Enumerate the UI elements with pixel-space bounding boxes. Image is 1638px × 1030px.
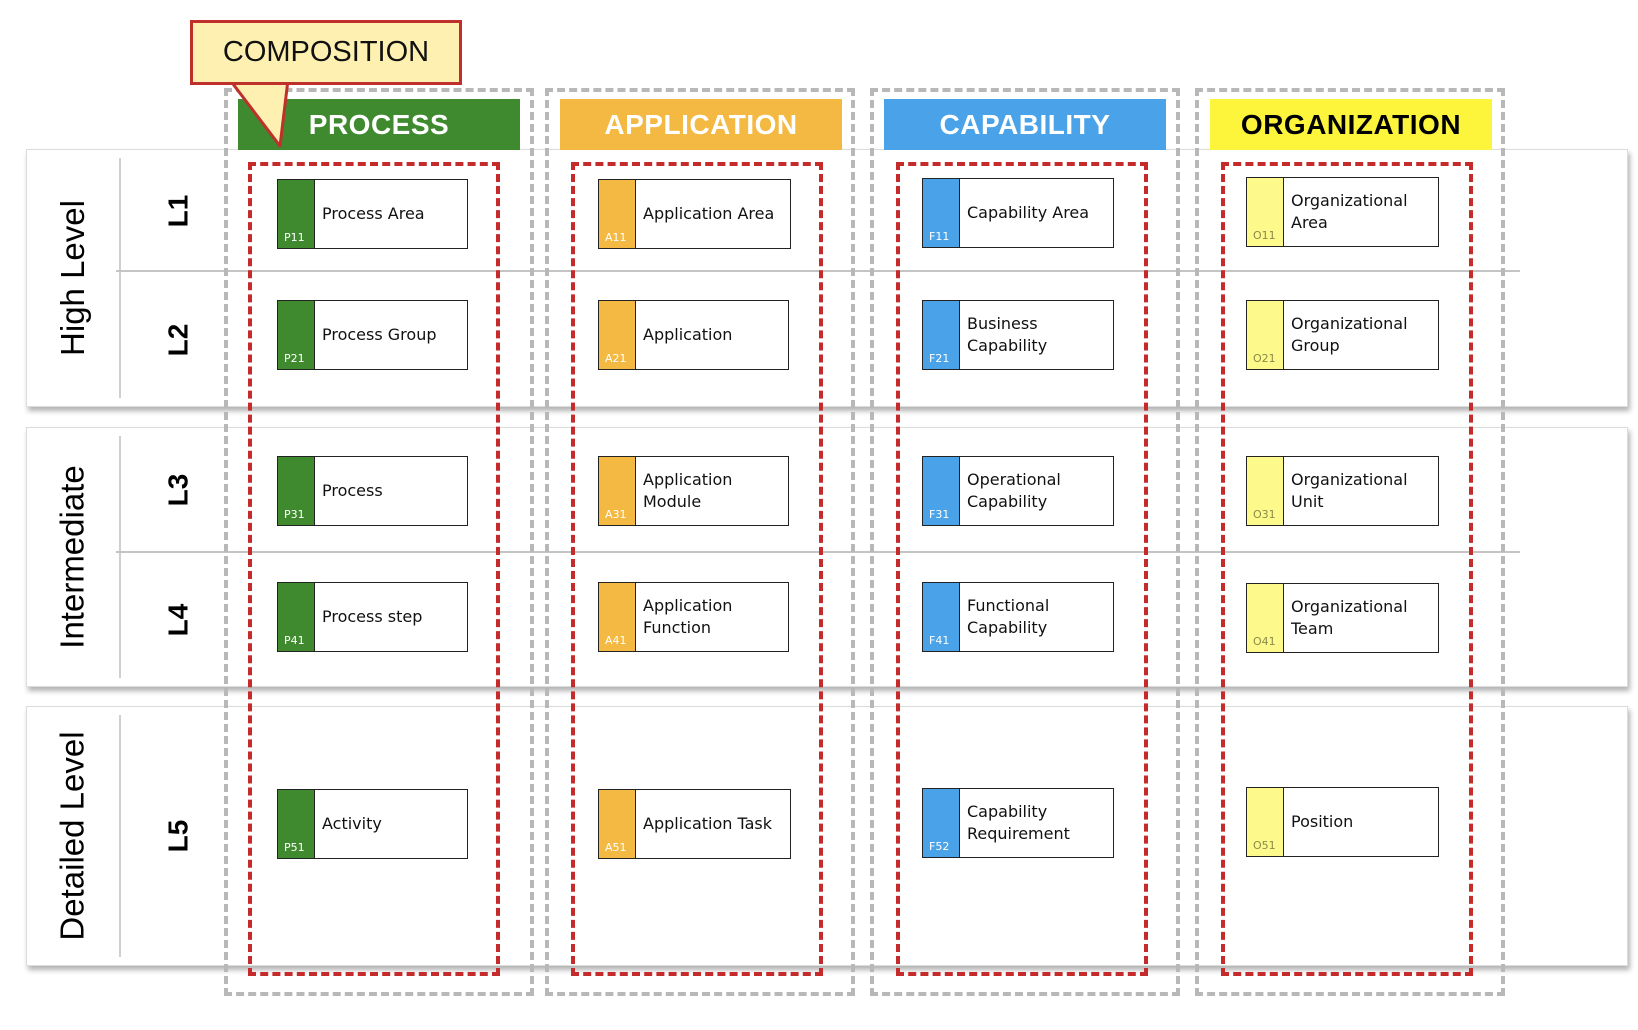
composition-frame-process [248, 162, 500, 976]
column-frame-application [545, 88, 855, 996]
composition-frame-application [571, 162, 823, 976]
band-separator [119, 715, 121, 957]
column-header-organization: ORGANIZATION [1210, 99, 1492, 150]
level-label-l1: L1 [162, 194, 193, 227]
column-header-process: PROCESS [238, 99, 520, 150]
composition-callout: COMPOSITION [190, 20, 462, 85]
band-separator [119, 436, 121, 678]
level-label-l2: L2 [162, 323, 193, 356]
band-label-intermediate: Intermediate [54, 465, 91, 649]
composition-frame-organization [1221, 162, 1473, 976]
column-frame-capability [870, 88, 1180, 996]
level-label-l3: L3 [162, 473, 193, 506]
composition-frame-capability [896, 162, 1148, 976]
band-separator [119, 158, 121, 398]
level-divider-l1-l2 [116, 270, 1520, 272]
level-label-l4: L4 [162, 603, 193, 636]
band-label-detailed-level: Detailed Level [54, 731, 92, 941]
column-frame-organization [1195, 88, 1505, 996]
column-header-application: APPLICATION [560, 99, 842, 150]
callout-pointer [228, 80, 290, 148]
column-header-capability: CAPABILITY [884, 99, 1166, 150]
column-frame-process [224, 88, 534, 996]
level-label-l5: L5 [162, 819, 193, 853]
band-label-high-level: High Level [54, 200, 91, 356]
level-divider-l3-l4 [116, 551, 1520, 553]
